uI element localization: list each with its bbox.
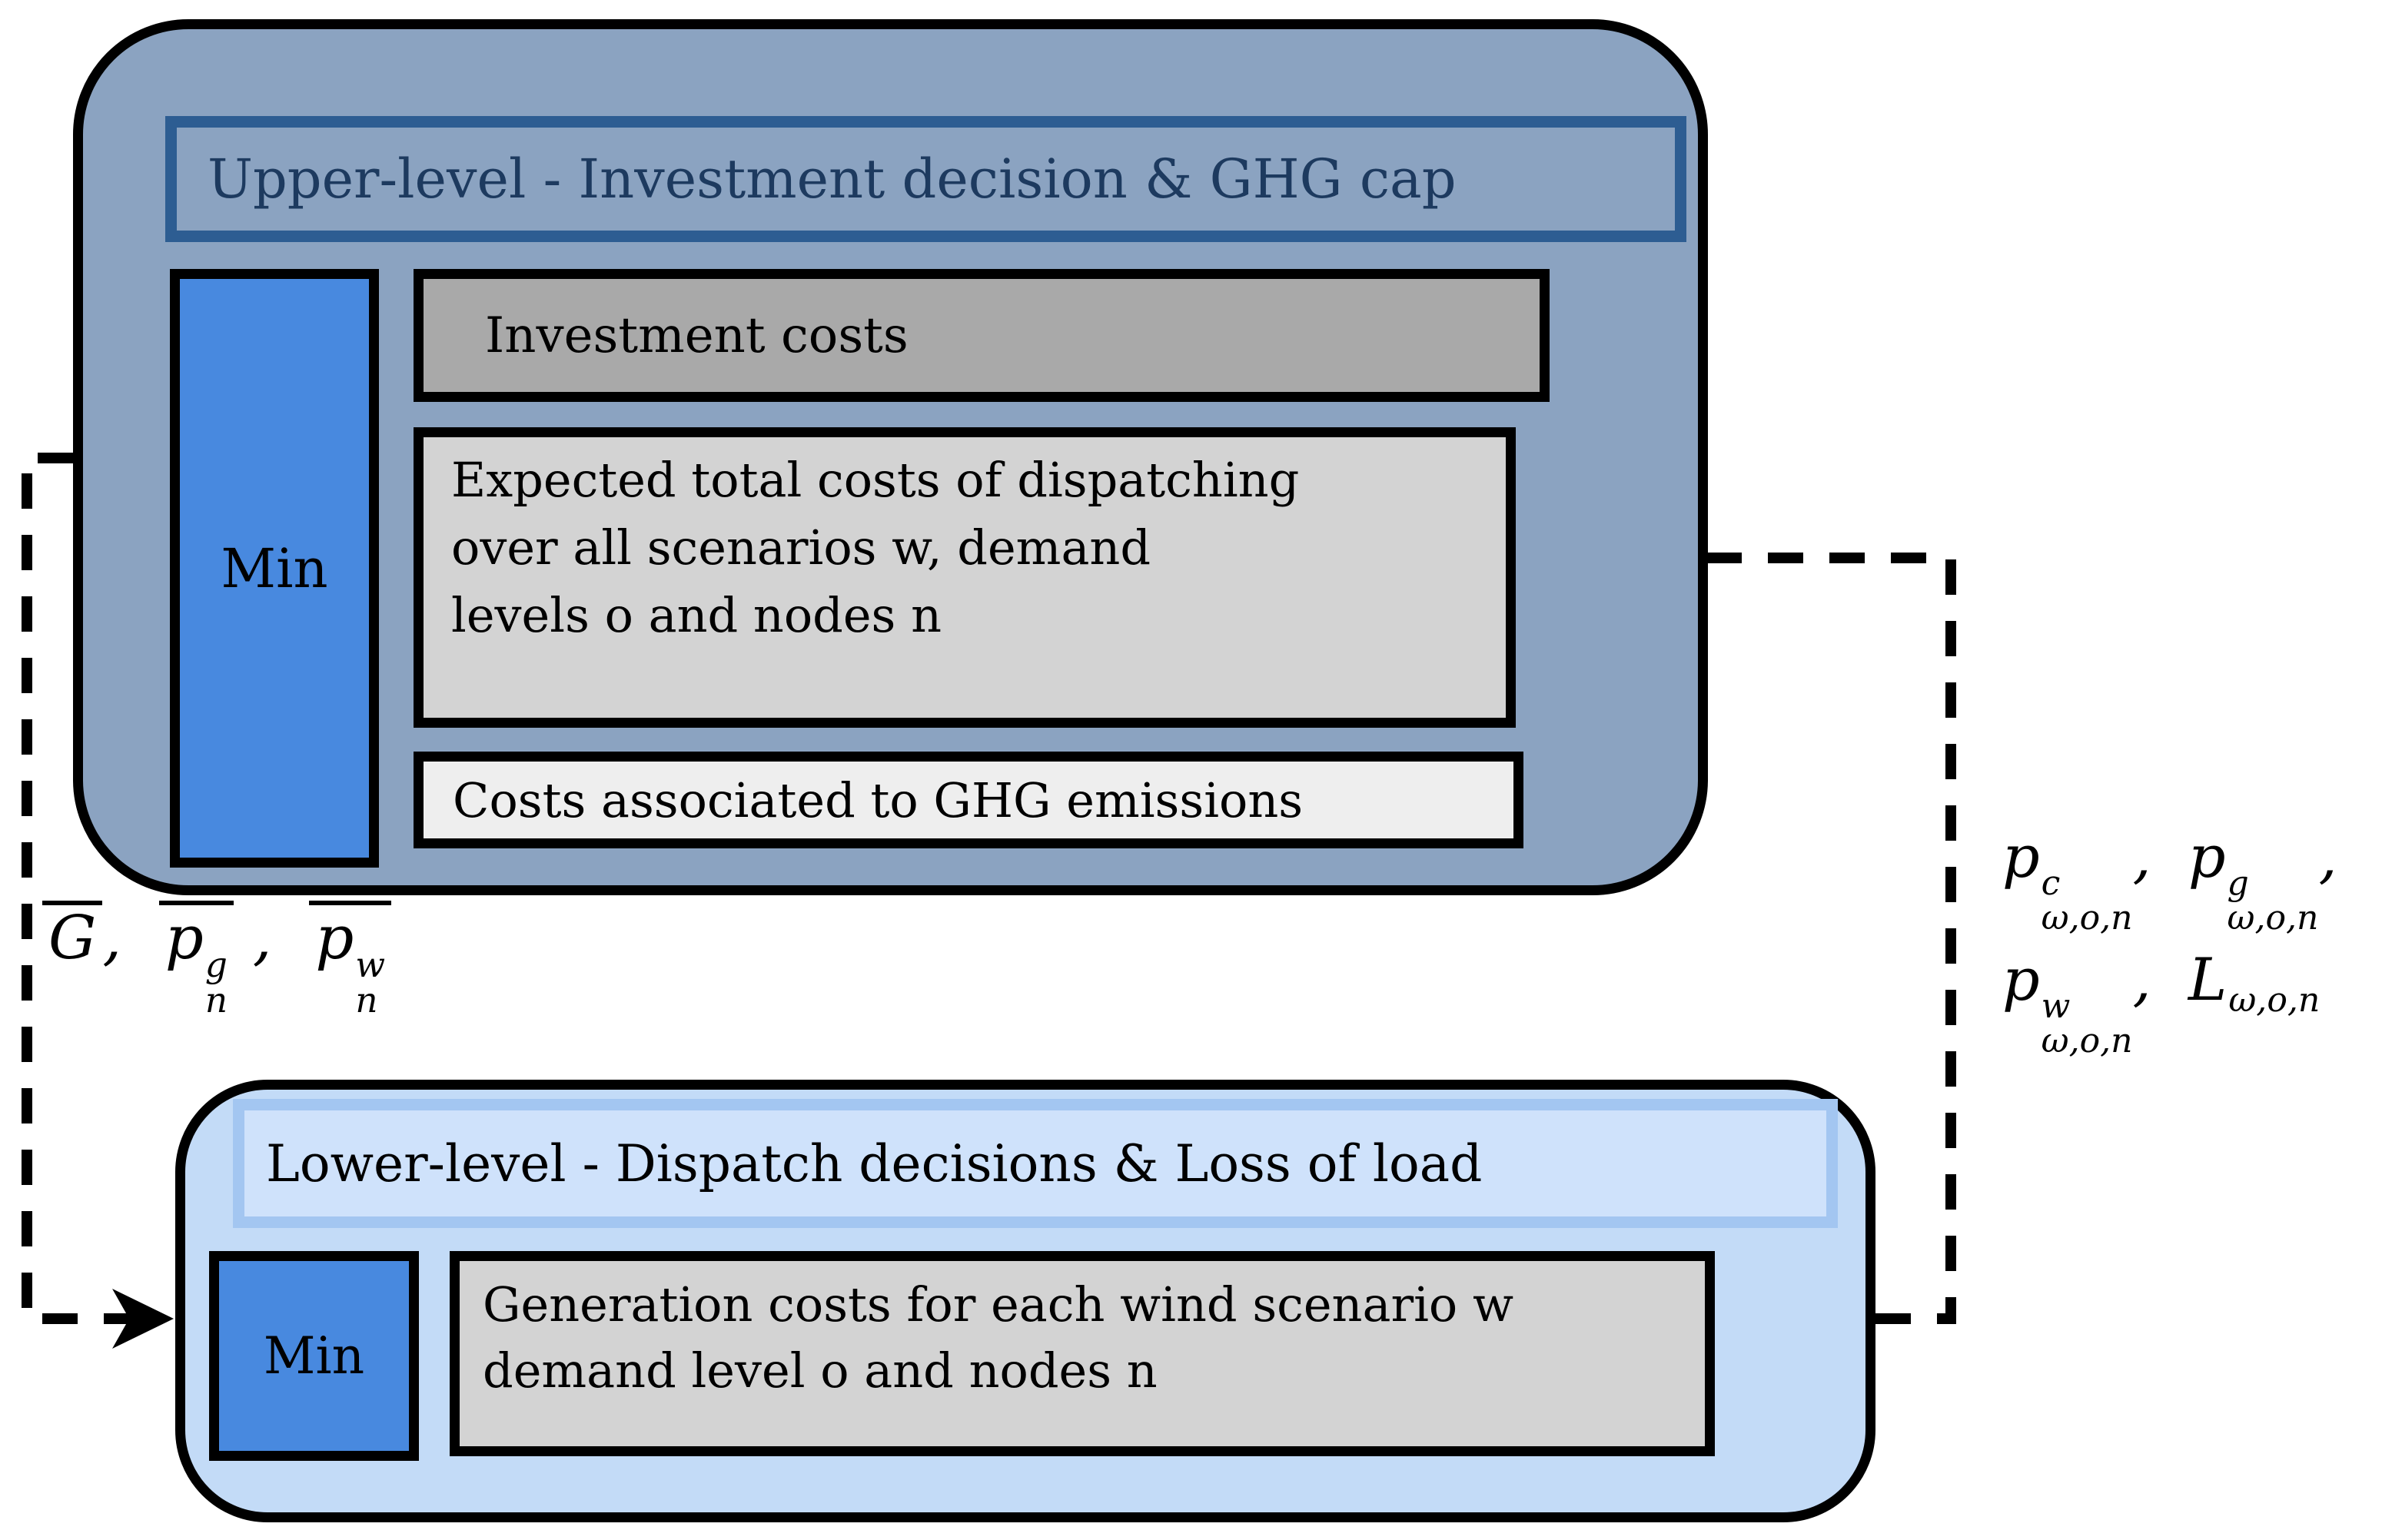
arrowhead-right-icon <box>112 1289 174 1349</box>
upper-level-container: Upper-level - Investment decision & GHG … <box>73 19 1708 895</box>
upper-level-title: Upper-level - Investment decision & GHG … <box>165 116 1686 242</box>
lower-level-title: Lower-level - Dispatch decisions & Loss … <box>233 1099 1838 1228</box>
generation-costs-line2: demand level o and nodes n <box>483 1343 1158 1399</box>
expected-costs-box: Expected total costs of dispatching over… <box>414 427 1516 728</box>
investment-costs-text: Investment costs <box>485 307 909 364</box>
comma: , <box>102 904 122 973</box>
math-term-L: Lω,o,n <box>2188 944 2321 1021</box>
ghg-costs-text: Costs associated to GHG emissions <box>453 772 1304 828</box>
left-dashed-connector <box>22 453 131 1324</box>
expected-costs-line2: over all scenarios w, demand <box>451 519 1151 576</box>
lower-min-box: Min <box>209 1251 419 1461</box>
investment-costs-box: Investment costs <box>414 269 1550 402</box>
upper-min-box: Min <box>170 269 379 868</box>
math-term-G: G <box>42 901 103 968</box>
lower-min-label: Min <box>263 1326 365 1386</box>
comma: , <box>252 904 272 973</box>
generation-costs-box: Generation costs for each wind scenario … <box>450 1251 1715 1456</box>
lower-level-title-text: Lower-level - Dispatch decisions & Loss … <box>266 1133 1483 1193</box>
lower-level-container: Lower-level - Dispatch decisions & Loss … <box>175 1080 1875 1522</box>
upper-level-title-text: Upper-level - Investment decision & GHG … <box>208 148 1457 211</box>
ghg-costs-box: Costs associated to GHG emissions <box>414 752 1523 848</box>
upper-min-label: Min <box>221 536 328 600</box>
expected-costs-line3: levels o and nodes n <box>451 587 942 643</box>
expected-costs-line1: Expected total costs of dispatching <box>451 452 1300 508</box>
generation-costs-line1: Generation costs for each wind scenario … <box>483 1276 1514 1333</box>
right-dashed-connector <box>1564 553 1956 1324</box>
